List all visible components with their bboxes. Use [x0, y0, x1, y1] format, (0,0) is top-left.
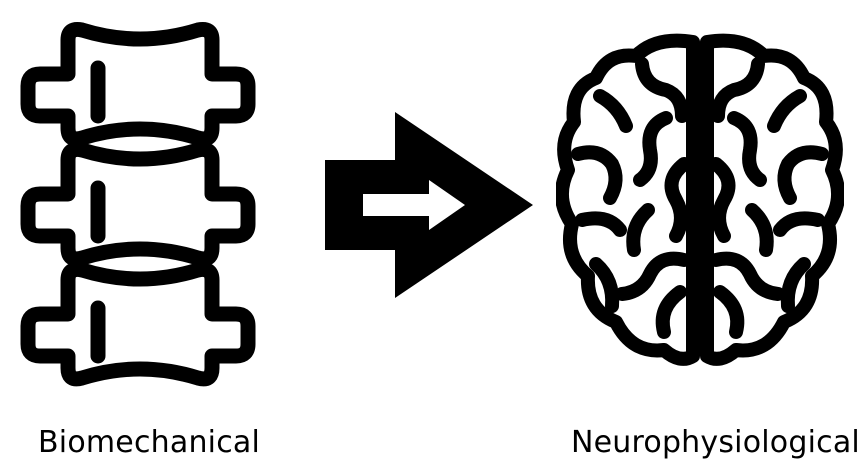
biomechanical-label: Biomechanical: [38, 425, 261, 460]
spine-vertebrae-icon: [18, 18, 258, 390]
right-hemisphere: [700, 33, 844, 366]
vertebra-middle: [20, 142, 256, 267]
right-arrow-icon: [325, 112, 533, 298]
vertebra-bottom: [20, 262, 256, 387]
left-hemisphere: [556, 33, 700, 366]
brain-icon: [556, 30, 844, 374]
vertebra-top: [20, 22, 256, 147]
neurophysiological-label: Neurophysiological: [571, 425, 860, 460]
